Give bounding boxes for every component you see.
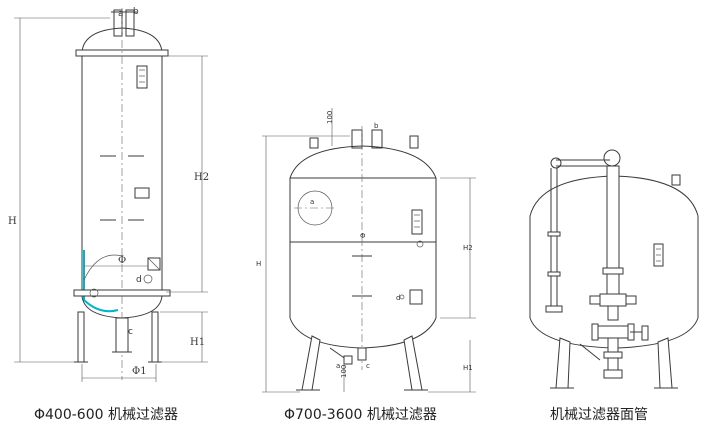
dim-H-label: H (8, 216, 17, 227)
caption-large-filter: Φ700-3600 机械过滤器 (284, 407, 437, 423)
nozzle-c-label: c (128, 327, 133, 337)
middle-filter-drawing: H 100 b a Φ (256, 108, 476, 393)
mid-dim-bottom-label: 100 (340, 365, 348, 378)
nozzle-a-label: a (118, 9, 124, 19)
mid-nozzle-d-label: d (396, 294, 400, 302)
caption-face-piping: 机械过滤器面管 (550, 407, 648, 423)
mid-dim-top-label: 100 (326, 111, 334, 124)
mid-dim-H-label: H (256, 260, 261, 268)
mid-nozzle-a-label: a (310, 198, 314, 206)
mid-dim-H1-label: H1 (463, 364, 473, 372)
dim-H1-label: H1 (190, 337, 205, 348)
caption-small-filter: Φ400-600 机械过滤器 (34, 407, 178, 423)
nozzle-b-label: b (133, 7, 139, 17)
dim-phi-label: Φ (118, 255, 126, 266)
mid-dim-phi-label: Φ (360, 232, 366, 240)
mid-nozzle-a2-label: a (336, 362, 340, 370)
dim-H2-label: H2 (194, 172, 209, 183)
left-filter-drawing: H a b Φ d (8, 7, 209, 382)
mid-nozzle-c-label: c (366, 362, 370, 370)
dim-phi1-label: Φ1 (132, 366, 147, 377)
mid-nozzle-b-label: b (374, 122, 379, 130)
right-filter-piping-drawing (529, 149, 699, 389)
nozzle-d-label: d (136, 275, 142, 285)
mid-dim-H2-label: H2 (463, 244, 473, 252)
